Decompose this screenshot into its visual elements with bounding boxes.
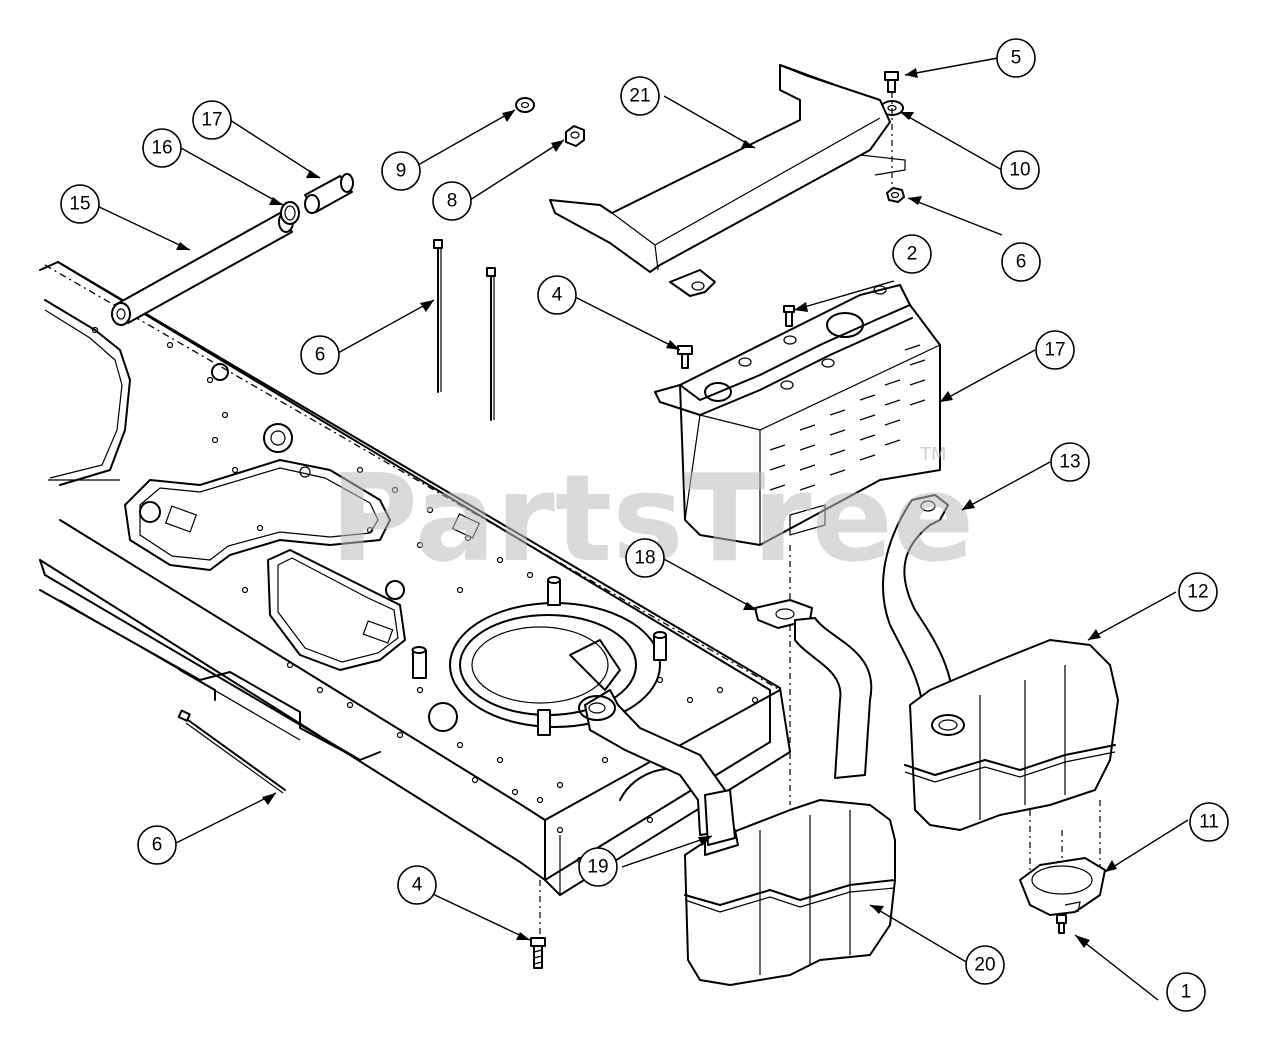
- callout-20: 20: [965, 945, 1005, 985]
- callout-10: 10: [1000, 150, 1040, 190]
- callout-19: 19: [578, 847, 618, 887]
- svg-text:5: 5: [1011, 48, 1022, 69]
- callout-2: 2: [892, 234, 932, 274]
- callout-17-guard: 17: [1035, 330, 1075, 370]
- svg-text:13: 13: [1059, 452, 1080, 473]
- watermark-trademark: TM: [919, 444, 947, 465]
- svg-text:19: 19: [587, 857, 608, 878]
- part-21-heat-shield: [549, 64, 906, 297]
- svg-text:1: 1: [1181, 982, 1192, 1003]
- svg-text:17: 17: [201, 110, 222, 131]
- svg-text:12: 12: [1187, 582, 1208, 603]
- part-15-tube: [111, 211, 294, 326]
- part-6-cable-tie-left: [433, 239, 443, 393]
- part-12-muffler: [904, 639, 1119, 831]
- callout-6-right: 6: [1001, 242, 1041, 282]
- svg-text:15: 15: [69, 194, 90, 215]
- part-17-muffler-guard: [654, 284, 941, 546]
- svg-text:20: 20: [974, 955, 995, 976]
- svg-text:6: 6: [1016, 252, 1027, 273]
- tractor-frame: [39, 261, 791, 896]
- part-6-nut: [886, 187, 905, 203]
- callout-11: 11: [1189, 802, 1229, 842]
- part-4-bolt-lower: [530, 937, 546, 969]
- svg-text:6: 6: [315, 345, 326, 366]
- part-20-muffler: [684, 789, 896, 986]
- svg-text:10: 10: [1009, 160, 1030, 181]
- svg-text:4: 4: [552, 285, 563, 306]
- leader-lines: [94, 57, 1189, 1001]
- part-6-cable-tie-lower: [177, 709, 286, 794]
- callout-6-center: 6: [300, 335, 340, 375]
- part-8-nut: [565, 125, 585, 147]
- svg-text:4: 4: [412, 875, 423, 896]
- svg-text:6: 6: [152, 835, 163, 856]
- part-1-screw: [1056, 914, 1067, 934]
- callout-4-upper: 4: [537, 275, 577, 315]
- part-9-washer: [515, 97, 535, 113]
- svg-text:16: 16: [151, 138, 172, 159]
- callout-6-lower: 6: [137, 825, 177, 865]
- part-5-bolt: [884, 71, 899, 93]
- callout-1: 1: [1166, 972, 1206, 1012]
- svg-text:21: 21: [629, 86, 650, 107]
- svg-text:18: 18: [634, 548, 655, 569]
- part-11-deflector: [1019, 857, 1106, 916]
- callout-16: 16: [142, 128, 182, 168]
- callout-8: 8: [432, 181, 472, 221]
- callout-15: 15: [60, 184, 100, 224]
- svg-text:9: 9: [396, 161, 407, 182]
- callout-18: 18: [625, 538, 665, 578]
- svg-text:17: 17: [1044, 340, 1065, 361]
- svg-text:2: 2: [907, 244, 918, 265]
- callout-21: 21: [620, 76, 660, 116]
- callout-5: 5: [996, 38, 1036, 78]
- part-17-fitting: [304, 173, 354, 214]
- callout-17-fitting: 17: [192, 100, 232, 140]
- part-16-clamp: [280, 201, 300, 225]
- callout-4-lower: 4: [397, 865, 437, 905]
- leader-arrowheads: [176, 68, 1117, 948]
- callout-13: 13: [1050, 442, 1090, 482]
- svg-text:8: 8: [447, 191, 458, 212]
- callout-12: 12: [1178, 572, 1218, 612]
- svg-text:11: 11: [1199, 812, 1219, 833]
- part-6-cable-tie-right: [486, 267, 496, 421]
- callout-9: 9: [381, 151, 421, 191]
